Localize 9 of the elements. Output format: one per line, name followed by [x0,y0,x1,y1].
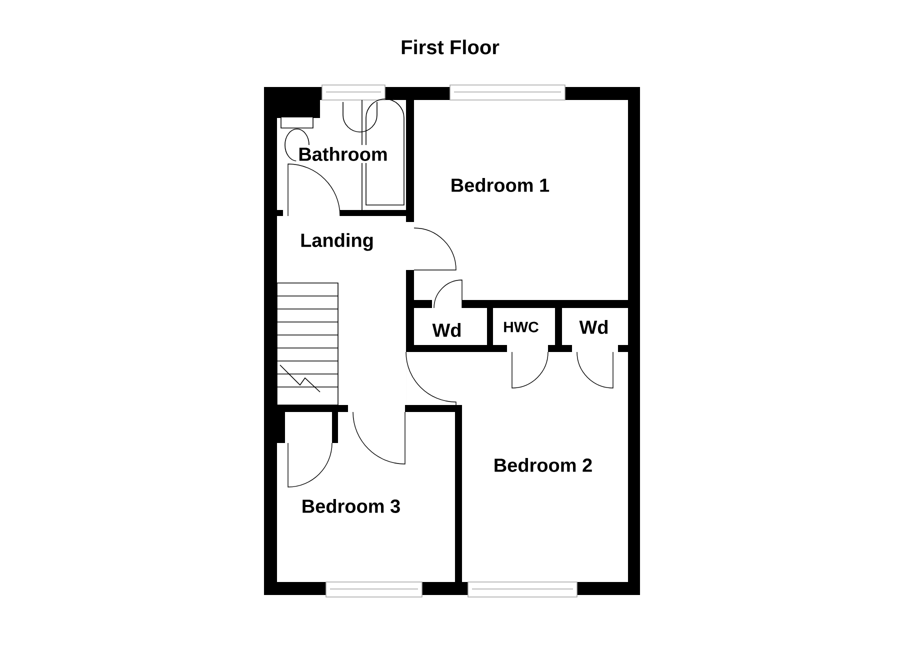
room-label: Wd [430,321,464,339]
room-label: Bedroom 2 [491,456,595,474]
room-label: HWC [501,320,541,334]
room-label: Wd [577,318,611,336]
room-label: Bedroom 3 [299,497,403,515]
room-label: Landing [298,231,376,253]
title: First Floor [402,40,500,54]
room-label: Bedroom 1 [448,176,552,194]
room-label: Bathroom [296,145,390,163]
